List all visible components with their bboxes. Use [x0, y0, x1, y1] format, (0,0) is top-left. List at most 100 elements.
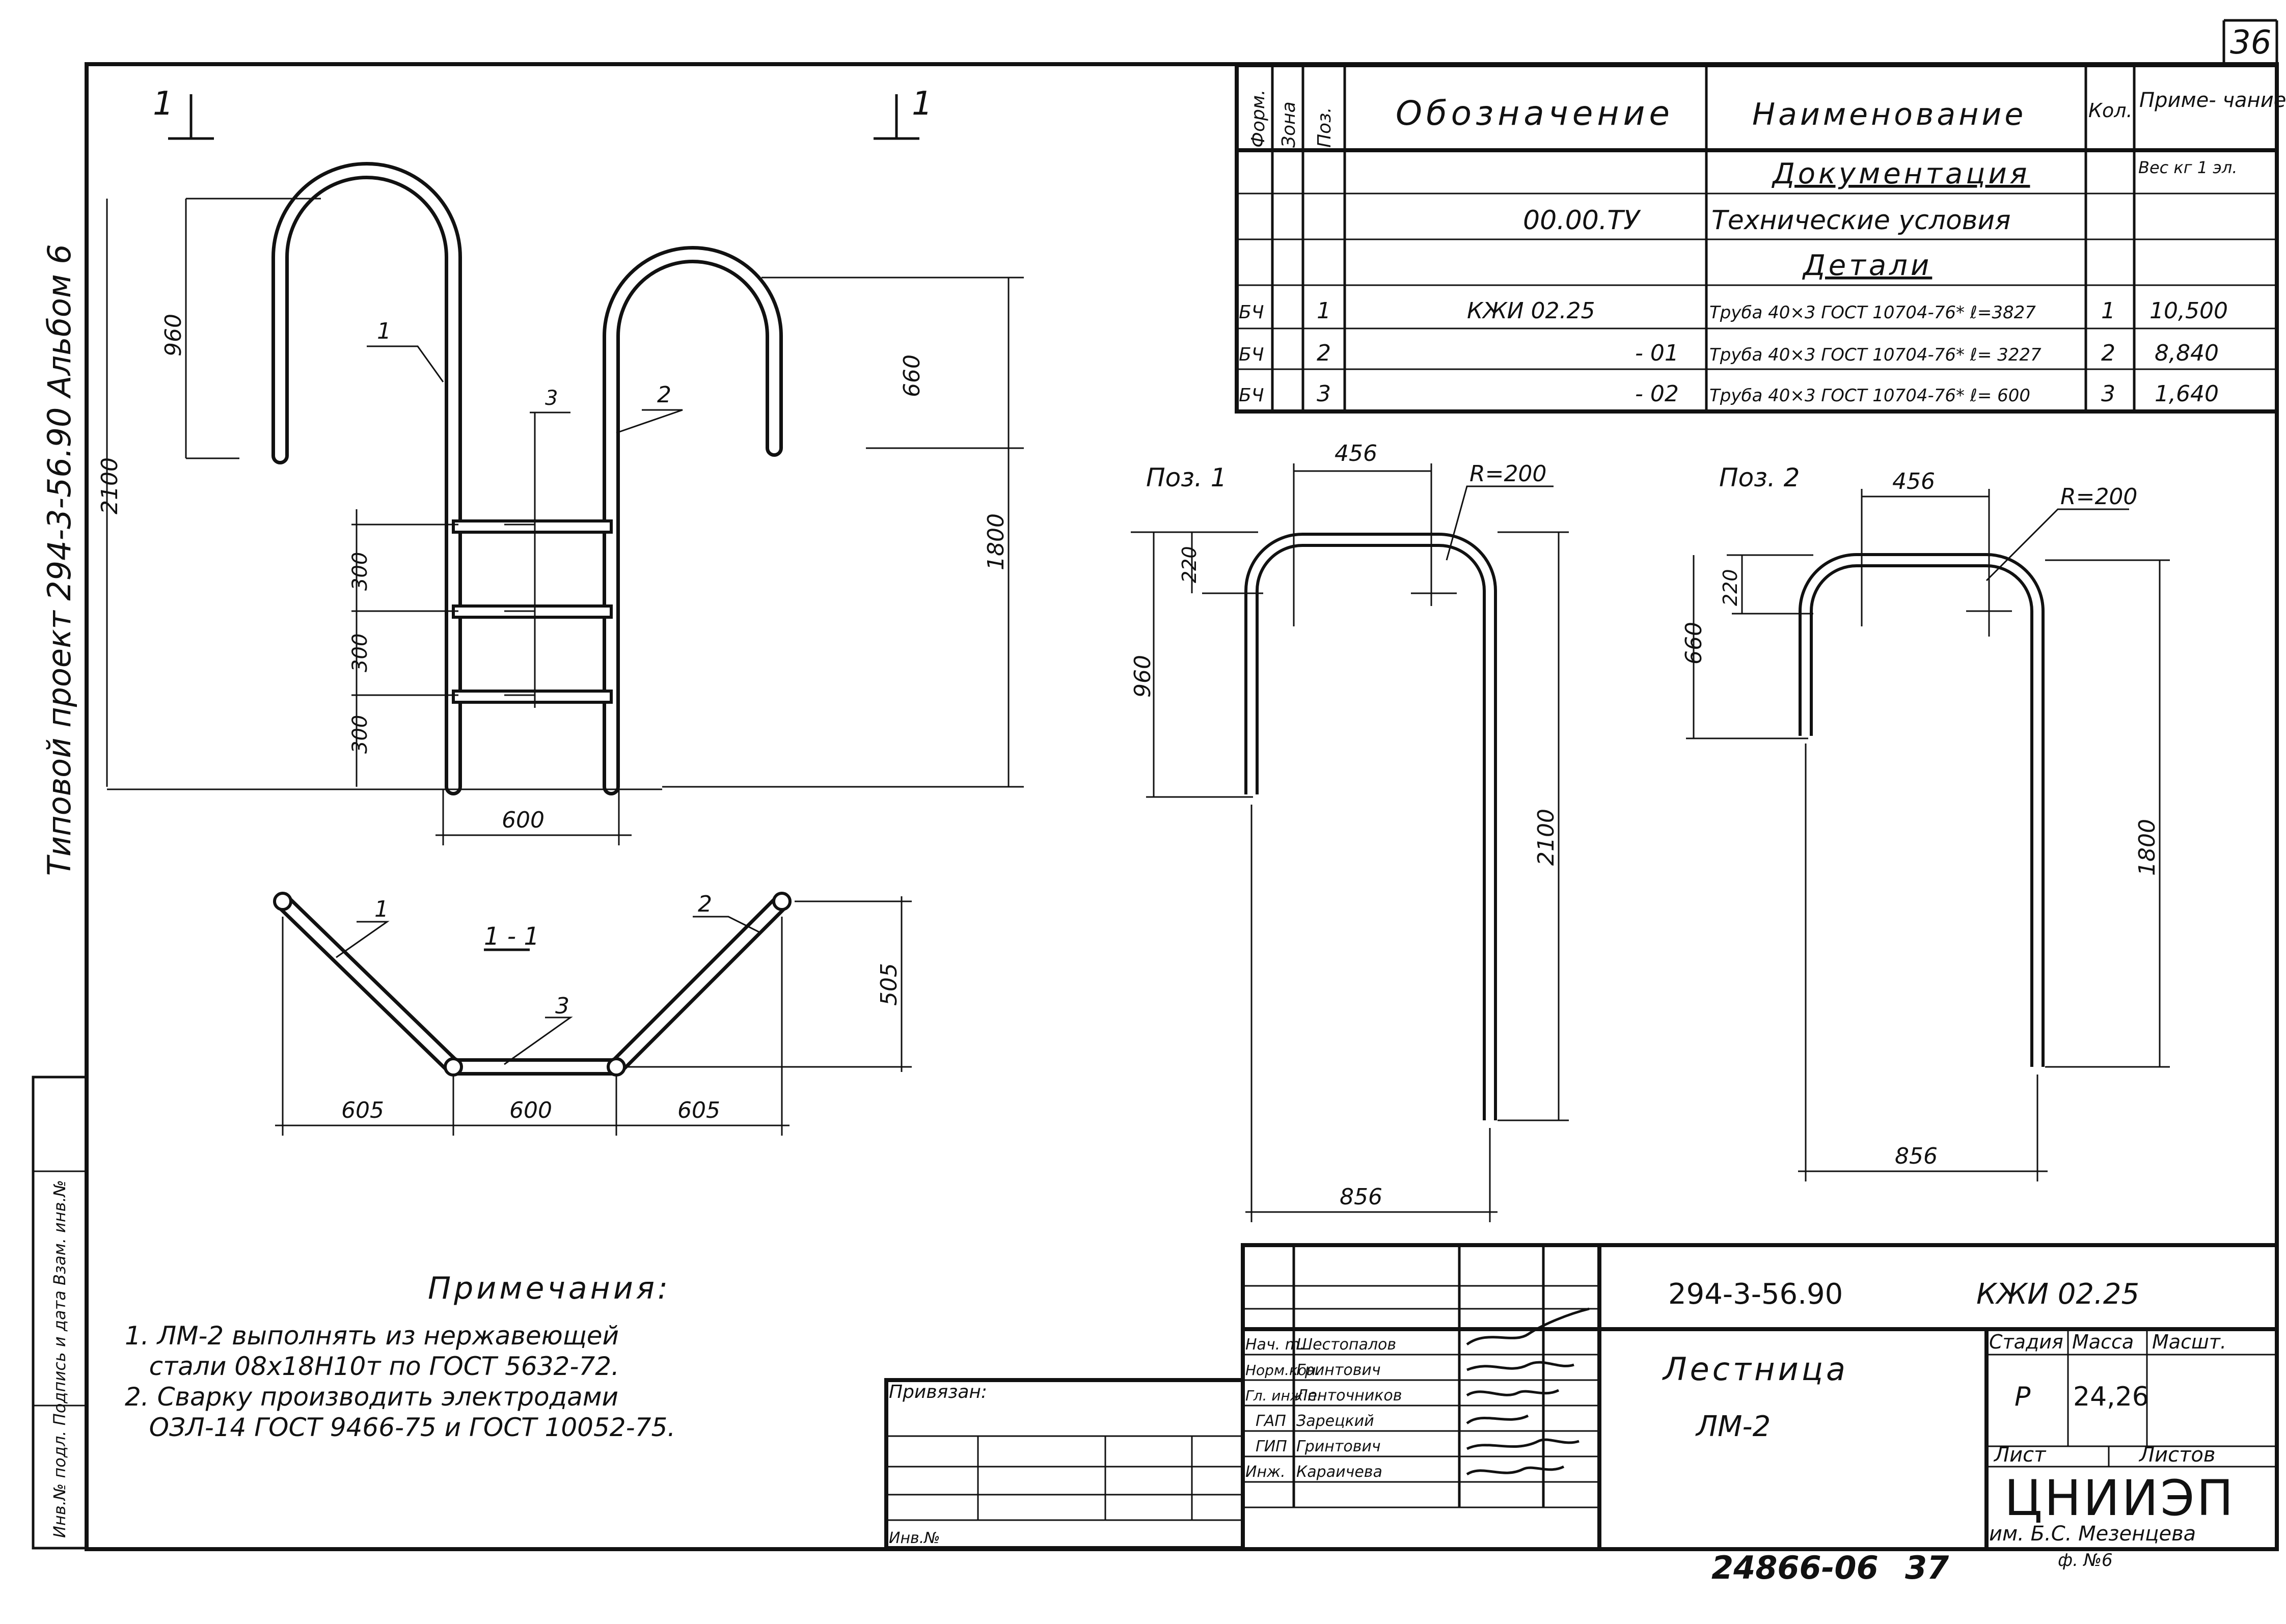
pos1-d2100: 2100 [1533, 809, 1559, 866]
note-line-2: стали 08х18Н10т по ГОСТ 5632-72. [125, 1352, 619, 1381]
archive-page: 37 [1905, 1549, 1949, 1586]
ladder-front-view [106, 94, 1024, 845]
signature [1466, 1389, 1560, 1397]
hdr-zone: Зона [1278, 101, 1299, 148]
pos2-d220: 220 [1719, 569, 1741, 606]
row-3-designation: КЖИ 02.25 [1467, 298, 1595, 324]
dim-600-front: 600 [502, 807, 545, 833]
dim-960: 960 [160, 314, 186, 356]
signer-2-name: Ленточников [1296, 1387, 1402, 1405]
pos1-title: Поз. 1 [1146, 463, 1227, 492]
tb-signers: Нач. m. Шестопалов Норм.кон. Гринтович Г… [1245, 1336, 1402, 1481]
dim-300-c: 300 [348, 715, 372, 754]
spec-rows: Документация Вес кг 1 эл. 00.00.ТУ Техни… [1239, 157, 2237, 407]
hdr-qty: Кол. [2088, 99, 2133, 122]
row-0-name: Документация [1771, 157, 2030, 190]
tb-stage: Р [2015, 1382, 2031, 1412]
row-5-designation: - 02 [1635, 381, 1679, 407]
tb-sheets-label: Листов [2138, 1443, 2215, 1467]
notes-title: Примечания: [428, 1271, 671, 1306]
signer-4-role: ГИП [1256, 1438, 1287, 1455]
hdr-designation: Обозначение [1396, 94, 1674, 133]
row-0-note: Вес кг 1 эл. [2138, 158, 2237, 177]
tb-org: ЦНИИЭП [2004, 1470, 2236, 1527]
signer-0-name: Шестопалов [1296, 1336, 1396, 1354]
row-4-name: Труба 40×3 ГОСТ 10704-76* ℓ= 3227 [1709, 345, 2042, 365]
pos1-detail [1131, 463, 1569, 1222]
row-3-pos: 1 [1317, 298, 1331, 324]
signer-0-role: Нач. m. [1245, 1336, 1305, 1354]
pos1-d856: 856 [1340, 1184, 1382, 1210]
tb-mass-header: Масса [2072, 1331, 2134, 1353]
side-stamp: Инв.№ подл. Подпись и дата Взам. инв.№ [50, 1180, 69, 1538]
row-3-note: 10,500 [2149, 298, 2228, 324]
tb-doc-code: КЖИ 02.25 [1976, 1278, 2139, 1311]
pos-label-2: 2 [657, 382, 671, 408]
signature [1466, 1361, 1574, 1371]
tb-project-code: 294-3-56.90 [1668, 1278, 1843, 1311]
signer-5-name: Караичева [1296, 1463, 1382, 1481]
pos2-d456: 456 [1892, 469, 1935, 494]
tb-branch: ф. №6 [2058, 1550, 2113, 1571]
tb-sheet-label: Лист [1993, 1443, 2047, 1467]
hdr-name: Наименование [1752, 97, 2026, 132]
tb-item-name: Лестница [1662, 1351, 1848, 1388]
tb-item-mark: ЛМ-2 [1695, 1410, 1771, 1443]
signature [1466, 1465, 1565, 1476]
signer-2-role: Гл. инж.п. [1245, 1387, 1321, 1404]
tb-attached: Привязан: [889, 1382, 987, 1402]
row-5-note: 1,640 [2155, 381, 2219, 407]
signer-4-name: Гринтович [1296, 1438, 1381, 1455]
pos2-radius: R=200 [2060, 484, 2137, 510]
row-4-qty: 2 [2101, 340, 2115, 366]
row-4-pos: 2 [1317, 340, 1331, 366]
sec-dim-left: 605 [341, 1097, 384, 1123]
tb-mass: 24,26 [2073, 1382, 2149, 1412]
pos1-d960: 960 [1130, 655, 1156, 698]
pos2-detail [1686, 489, 2170, 1181]
row-4-note: 8,840 [2155, 340, 2219, 366]
row-5-format: БЧ [1239, 385, 1264, 406]
dim-300-a: 300 [348, 552, 372, 591]
sec-dim-height: 505 [876, 963, 902, 1006]
signature [1466, 1414, 1529, 1425]
signer-1-name: Гринтович [1296, 1361, 1381, 1379]
hdr-note: Приме- чание [2139, 89, 2286, 112]
pos2-d1800: 1800 [2134, 819, 2160, 876]
dim-660: 660 [899, 354, 925, 397]
row-2-name: Детали [1802, 249, 1932, 282]
row-1-name: Технические условия [1711, 205, 2011, 236]
signature [1466, 1438, 1580, 1450]
row-5-name: Труба 40×3 ГОСТ 10704-76* ℓ= 600 [1709, 386, 2030, 406]
hdr-pos: Поз. [1314, 107, 1335, 148]
tb-org-sub: им. Б.С. Мезенцева [1989, 1522, 2196, 1546]
pos2-d660: 660 [1681, 622, 1707, 665]
section-1-1-view [273, 892, 912, 1136]
sheet-frame [32, 19, 2279, 1551]
pos1-d220: 220 [1178, 546, 1201, 583]
side-title: Типовой проект 294-3-56.90 Альбом 6 [41, 244, 78, 876]
pos2-title: Поз. 2 [1719, 463, 1800, 492]
note-line-3: 2. Сварку производить электродами [125, 1382, 618, 1412]
row-5-pos: 3 [1317, 381, 1331, 407]
spec-table [1235, 63, 2279, 414]
signer-3-name: Зарецкий [1296, 1412, 1374, 1430]
archive-number: 24866-06 [1711, 1549, 1879, 1586]
row-3-qty: 1 [2101, 298, 2115, 324]
pos2-d856: 856 [1895, 1143, 1938, 1169]
rungs [452, 519, 613, 704]
signer-3-role: ГАП [1256, 1412, 1286, 1430]
row-4-designation: - 01 [1635, 340, 1679, 366]
title-block [884, 1243, 2279, 1551]
pos-label-3: 3 [545, 387, 558, 410]
tb-stage-header: Стадия [1989, 1331, 2063, 1353]
row-3-name: Труба 40×3 ГОСТ 10704-76* ℓ=3827 [1709, 302, 2036, 323]
row-5-qty: 3 [2101, 381, 2115, 407]
dim-2100: 2100 [97, 457, 123, 514]
row-3-format: БЧ [1239, 302, 1264, 323]
notes: Примечания: 1. ЛМ-2 выполнять из нержаве… [125, 1271, 675, 1442]
section-mark-left: 1 [153, 85, 174, 123]
signature [1466, 1307, 1590, 1346]
pos1-d456: 456 [1335, 441, 1377, 466]
